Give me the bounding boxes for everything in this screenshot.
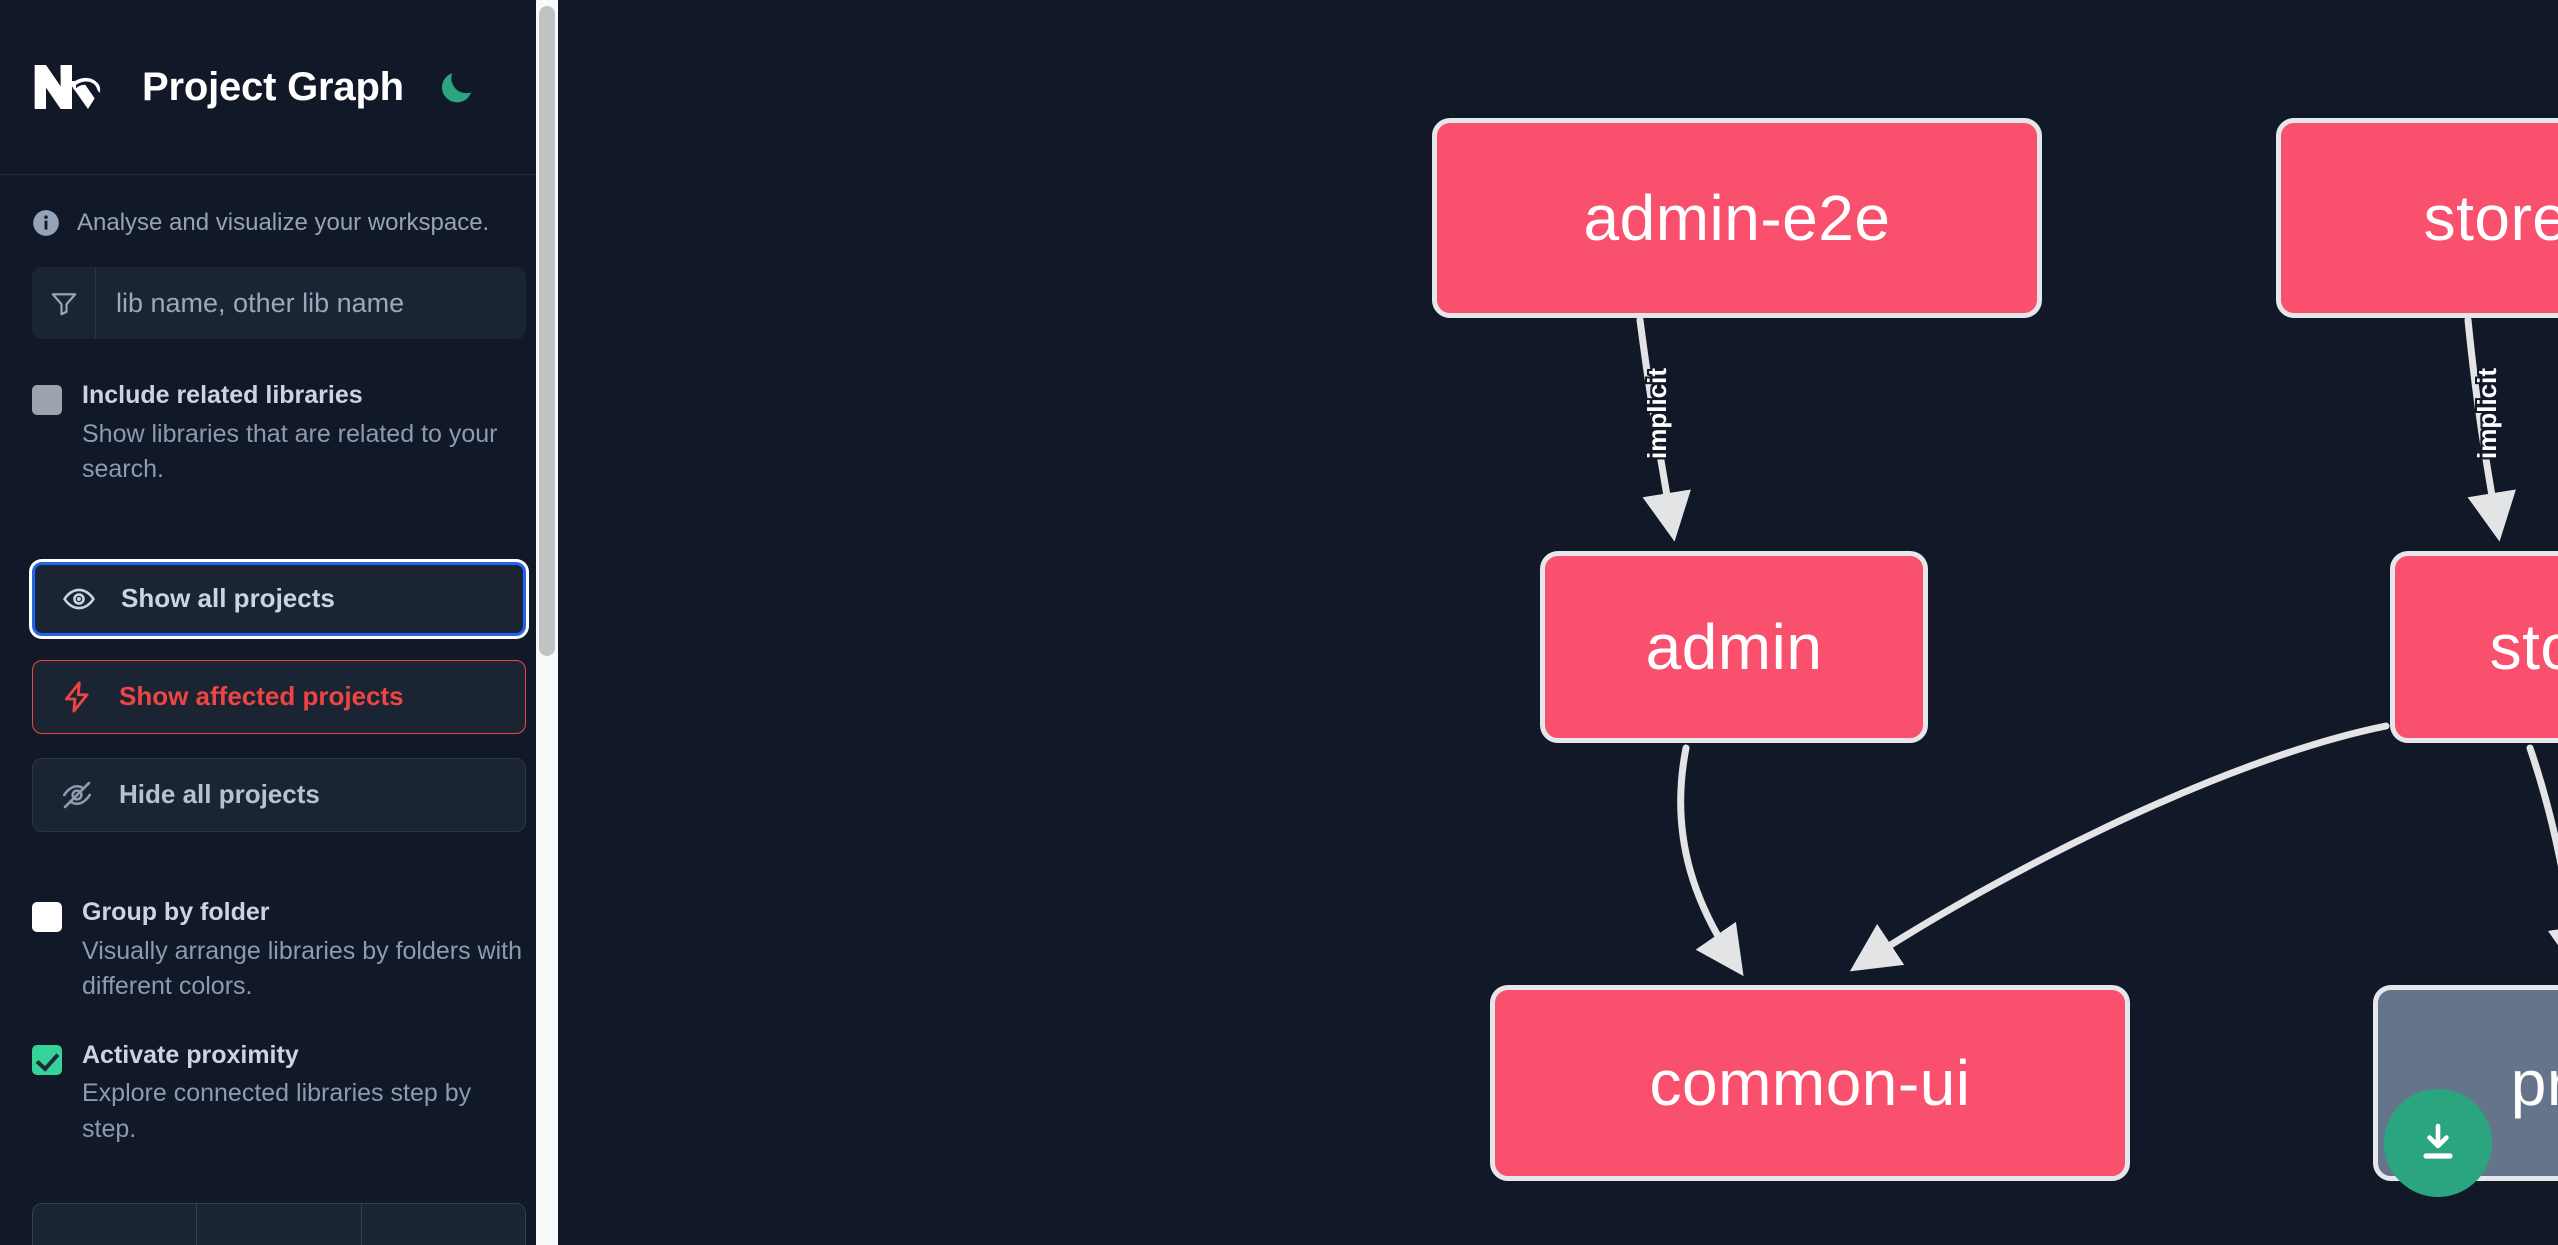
tagline: Analyse and visualize your workspace.: [0, 175, 558, 267]
graph-node-products[interactable]: products: [2373, 985, 2558, 1181]
eye-off-icon: [59, 777, 95, 813]
moon-icon[interactable]: [434, 64, 480, 110]
graph-node-store-e2e[interactable]: store-e2e: [2276, 118, 2558, 318]
download-graph-button[interactable]: [2384, 1089, 2492, 1197]
show-affected-projects-button[interactable]: Show affected projects: [32, 659, 526, 734]
show-affected-projects-label: Show affected projects: [119, 681, 404, 712]
segment-1[interactable]: [33, 1204, 198, 1245]
option-description: Show libraries that are related to your …: [82, 419, 498, 484]
search-input[interactable]: [96, 267, 526, 339]
eye-icon: [61, 581, 97, 617]
filter-funnel-icon: [32, 267, 96, 339]
info-icon: [32, 209, 60, 237]
sidebar-header: Project Graph: [0, 0, 558, 175]
option-title: Group by folder: [82, 897, 270, 926]
option-include-related-libraries[interactable]: Include related libraries Show libraries…: [32, 379, 526, 488]
sidebar-scrollbar-track[interactable]: [536, 0, 558, 1245]
sidebar-body: Include related libraries Show libraries…: [0, 267, 558, 1245]
activate-proximity-checkbox[interactable]: [32, 1044, 62, 1075]
segment-2[interactable]: [197, 1204, 362, 1245]
hide-all-projects-label: Hide all projects: [119, 779, 320, 810]
proximity-step-segmented-control[interactable]: [32, 1203, 526, 1245]
download-icon: [2414, 1118, 2462, 1169]
node-label: store: [2489, 611, 2558, 683]
graph-node-admin-e2e[interactable]: admin-e2e: [1432, 118, 2042, 318]
option-title: Include related libraries: [82, 381, 363, 409]
node-label: common-ui: [1649, 1047, 1971, 1119]
lightning-bolt-icon: [59, 679, 95, 715]
option-description: Visually arrange libraries by folders wi…: [82, 936, 523, 1001]
sidebar: Project Graph Analyse and visualize your…: [0, 0, 558, 1245]
graph-node-store[interactable]: store: [2390, 551, 2558, 743]
hide-all-projects-button[interactable]: Hide all projects: [32, 757, 526, 832]
option-title: Activate proximity: [82, 1040, 299, 1069]
node-label: admin-e2e: [1583, 182, 1891, 254]
option-description: Explore connected libraries step by step…: [82, 1079, 472, 1143]
group-by-folder-checkbox[interactable]: [32, 901, 62, 932]
nx-logo-icon: [32, 61, 112, 113]
option-group-by-folder[interactable]: Group by folder Visually arrange librari…: [32, 896, 526, 1005]
sidebar-scroll-content: Project Graph Analyse and visualize your…: [0, 0, 558, 1245]
graph-canvas[interactable]: implicit implicit admin-e2e store-e2e ad…: [558, 0, 2558, 1245]
search-filter-box[interactable]: [32, 267, 526, 339]
node-label: products: [2510, 1047, 2558, 1119]
node-label: admin: [1645, 611, 1823, 683]
tagline-text: Analyse and visualize your workspace.: [77, 209, 490, 236]
graph-node-admin[interactable]: admin: [1540, 551, 1928, 743]
node-label: store-e2e: [2423, 182, 2558, 254]
option-activate-proximity[interactable]: Activate proximity Explore connected lib…: [32, 1039, 526, 1148]
graph-node-common-ui[interactable]: common-ui: [1490, 985, 2130, 1181]
show-all-projects-button[interactable]: Show all projects: [32, 561, 526, 636]
segment-3[interactable]: [361, 1204, 525, 1245]
include-related-libraries-checkbox[interactable]: [32, 385, 62, 415]
graph-edges: [1636, 316, 2558, 977]
sidebar-scrollbar-thumb[interactable]: [539, 6, 555, 656]
show-all-projects-label: Show all projects: [121, 583, 335, 614]
page-title: Project Graph: [142, 64, 404, 109]
